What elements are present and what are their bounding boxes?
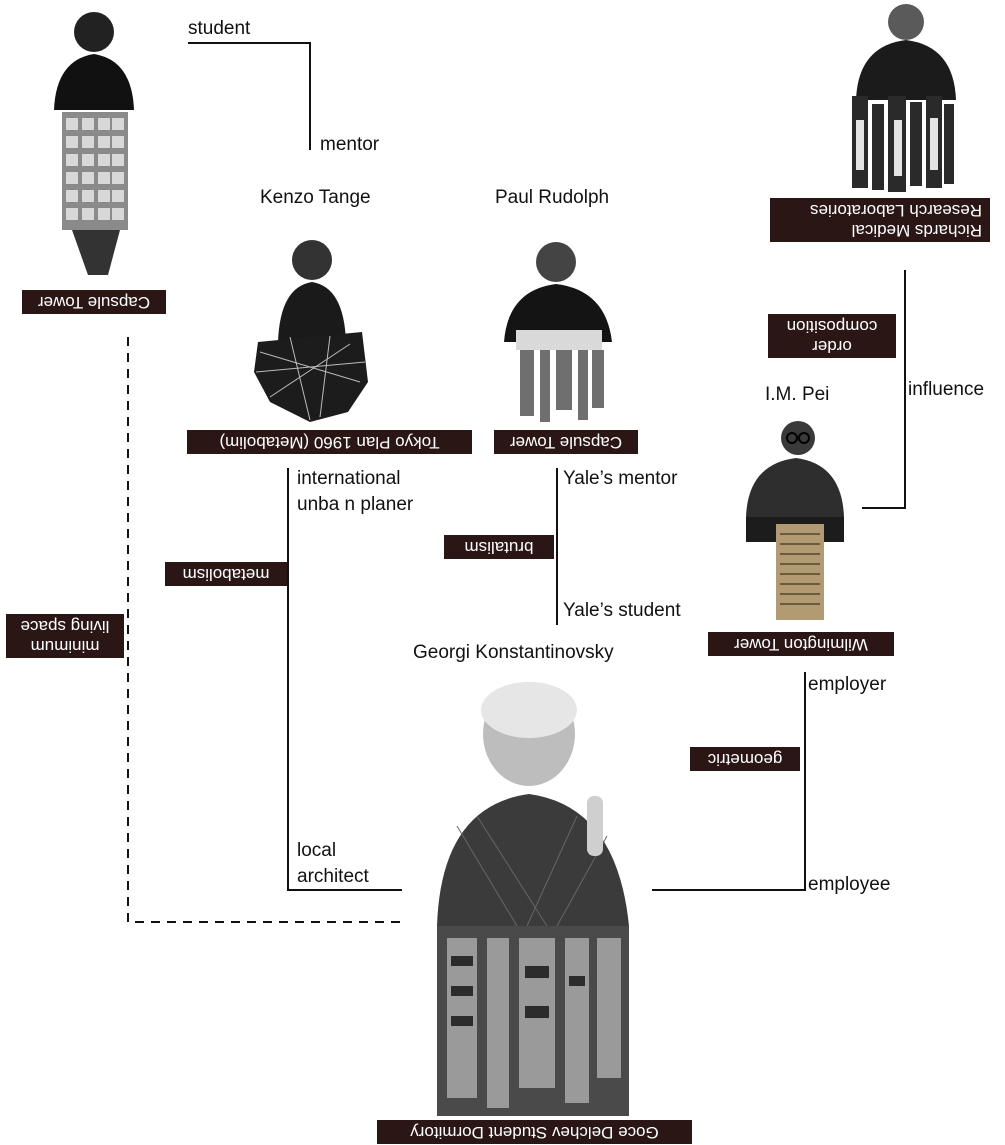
minimum-badge-line2: living space — [20, 617, 110, 636]
local-architect-line2: architect — [297, 866, 369, 887]
order-badge-line2: composition — [786, 317, 878, 336]
kenzo-tange-name: Kenzo Tange — [260, 187, 371, 208]
brutalism-badge: brutalism — [444, 535, 554, 559]
metabolism-badge-text: metabolism — [182, 565, 270, 584]
employee-label: employee — [808, 874, 891, 895]
richards-caption-line2: Research Laboratories — [810, 201, 982, 220]
international-label: international unba n planer — [297, 466, 413, 518]
yale-mentor-label: Yale’s mentor — [563, 468, 678, 489]
tokyo-plan-caption: Tokyo Plan 1960 (Metabolim) — [187, 430, 472, 454]
richards-caption-line1: Richards Medical — [851, 221, 982, 240]
kenzo-tange-photo — [250, 232, 372, 422]
employer-label: employer — [808, 674, 887, 695]
tokyo-plan-caption-text: Tokyo Plan 1960 (Metabolim) — [219, 433, 440, 452]
brutalism-badge-text: brutalism — [464, 538, 534, 557]
im-pei-name: I.M. Pei — [765, 384, 830, 405]
international-label-line2: unba n planer — [297, 494, 414, 515]
paul-rudolph-photo — [498, 232, 618, 422]
international-label-line1: international — [297, 468, 401, 489]
capsule-dashed-line — [127, 337, 402, 923]
local-architect-line1: local — [297, 840, 337, 861]
capsule-tower-caption-top: Capsule Tower — [22, 290, 166, 314]
pei-employee-line — [652, 672, 806, 891]
wilmington-tower-caption-text: Wilmington Tower — [734, 635, 868, 654]
yale-student-label: Yale’s student — [563, 600, 681, 621]
student-mentor-line — [188, 42, 311, 150]
influence-label: influence — [908, 379, 985, 400]
pei-influence-line — [862, 270, 906, 509]
local-architect-label: local architect — [297, 838, 369, 890]
minimum-badge-line1: minimum — [30, 637, 100, 656]
paul-rudolph-name: Paul Rudolph — [495, 187, 610, 208]
goce-delchev-caption: Goce Delchev Student Dormitory — [377, 1120, 692, 1144]
student-label: student — [188, 18, 251, 39]
capsule-tower-caption-rudolph: Capsule Tower — [494, 430, 638, 454]
geometric-badge: geometric — [690, 747, 800, 771]
capsule-tower-person-photo — [38, 0, 148, 275]
metabolism-badge: metabolism — [165, 562, 287, 586]
richards-medical-photo — [848, 0, 958, 192]
capsule-tower-caption-rudolph-text: Capsule Tower — [509, 433, 623, 452]
minimum-living-space-badge: minimum living space — [6, 614, 124, 658]
georgi-konstantinovsky-name: Georgi Konstantinovsky — [413, 642, 614, 663]
wilmington-tower-caption: Wilmington Tower — [708, 632, 894, 656]
order-badge-line1: order — [812, 337, 852, 356]
tange-local-line — [287, 468, 402, 891]
goce-delchev-caption-text: Goce Delchev Student Dormitory — [410, 1123, 659, 1142]
im-pei-photo — [746, 412, 844, 622]
geometric-badge-text: geometric — [707, 750, 783, 769]
georgi-konstantinovsky-photo — [437, 676, 629, 1116]
mentor-label: mentor — [320, 134, 380, 155]
richards-medical-caption: Richards Medical Research Laboratories — [770, 198, 990, 242]
capsule-tower-caption-top-text: Capsule Tower — [37, 293, 151, 312]
order-composition-badge: order composition — [768, 314, 896, 358]
